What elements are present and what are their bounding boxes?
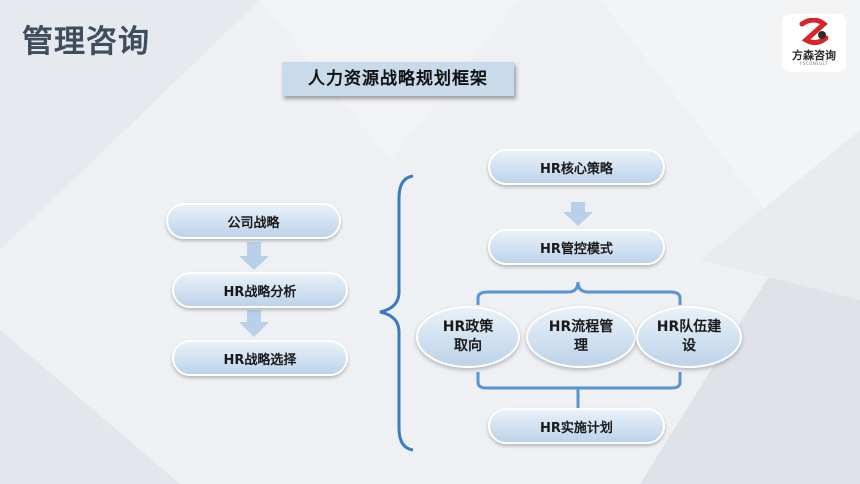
pillar-hr-policy-label: HR政策 取向 — [442, 319, 494, 354]
page-title: 管理咨询 — [22, 24, 150, 60]
framework-heading: 人力资源战略规划框架 — [308, 69, 488, 89]
node-hr-strategy-analysis: HR战略分析 — [172, 272, 348, 308]
node-hr-control-mode: HR管控模式 — [488, 229, 665, 265]
logo-mark-icon — [799, 18, 829, 46]
top-brace — [476, 281, 682, 305]
node-hr-core-strategy: HR核心策略 — [488, 149, 665, 185]
pillar-hr-process — [526, 306, 636, 368]
left-brace — [379, 174, 414, 452]
pillar-hr-process-label: HR流程管 理 — [548, 319, 614, 354]
company-logo: 方森咨询 FSCONSULT — [782, 14, 846, 72]
down-arrow-icon — [239, 242, 269, 270]
pillar-hr-team-label: HR队伍建 设 — [656, 319, 722, 354]
down-arrow-icon — [563, 202, 593, 226]
pillar-hr-policy — [416, 306, 520, 368]
logo-tagline: FSCONSULT — [800, 61, 828, 66]
bottom-bracket — [476, 372, 682, 390]
node-company-strategy: 公司战略 — [166, 203, 341, 239]
logo-name: 方森咨询 — [792, 49, 836, 62]
down-arrow-icon — [239, 310, 269, 337]
node-hr-strategy-selection: HR战略选择 — [172, 340, 348, 376]
node-hr-implementation-plan: HR实施计划 — [488, 408, 665, 444]
pillar-hr-team — [636, 306, 742, 368]
framework-heading-banner: 人力资源战略规划框架 — [282, 62, 514, 96]
